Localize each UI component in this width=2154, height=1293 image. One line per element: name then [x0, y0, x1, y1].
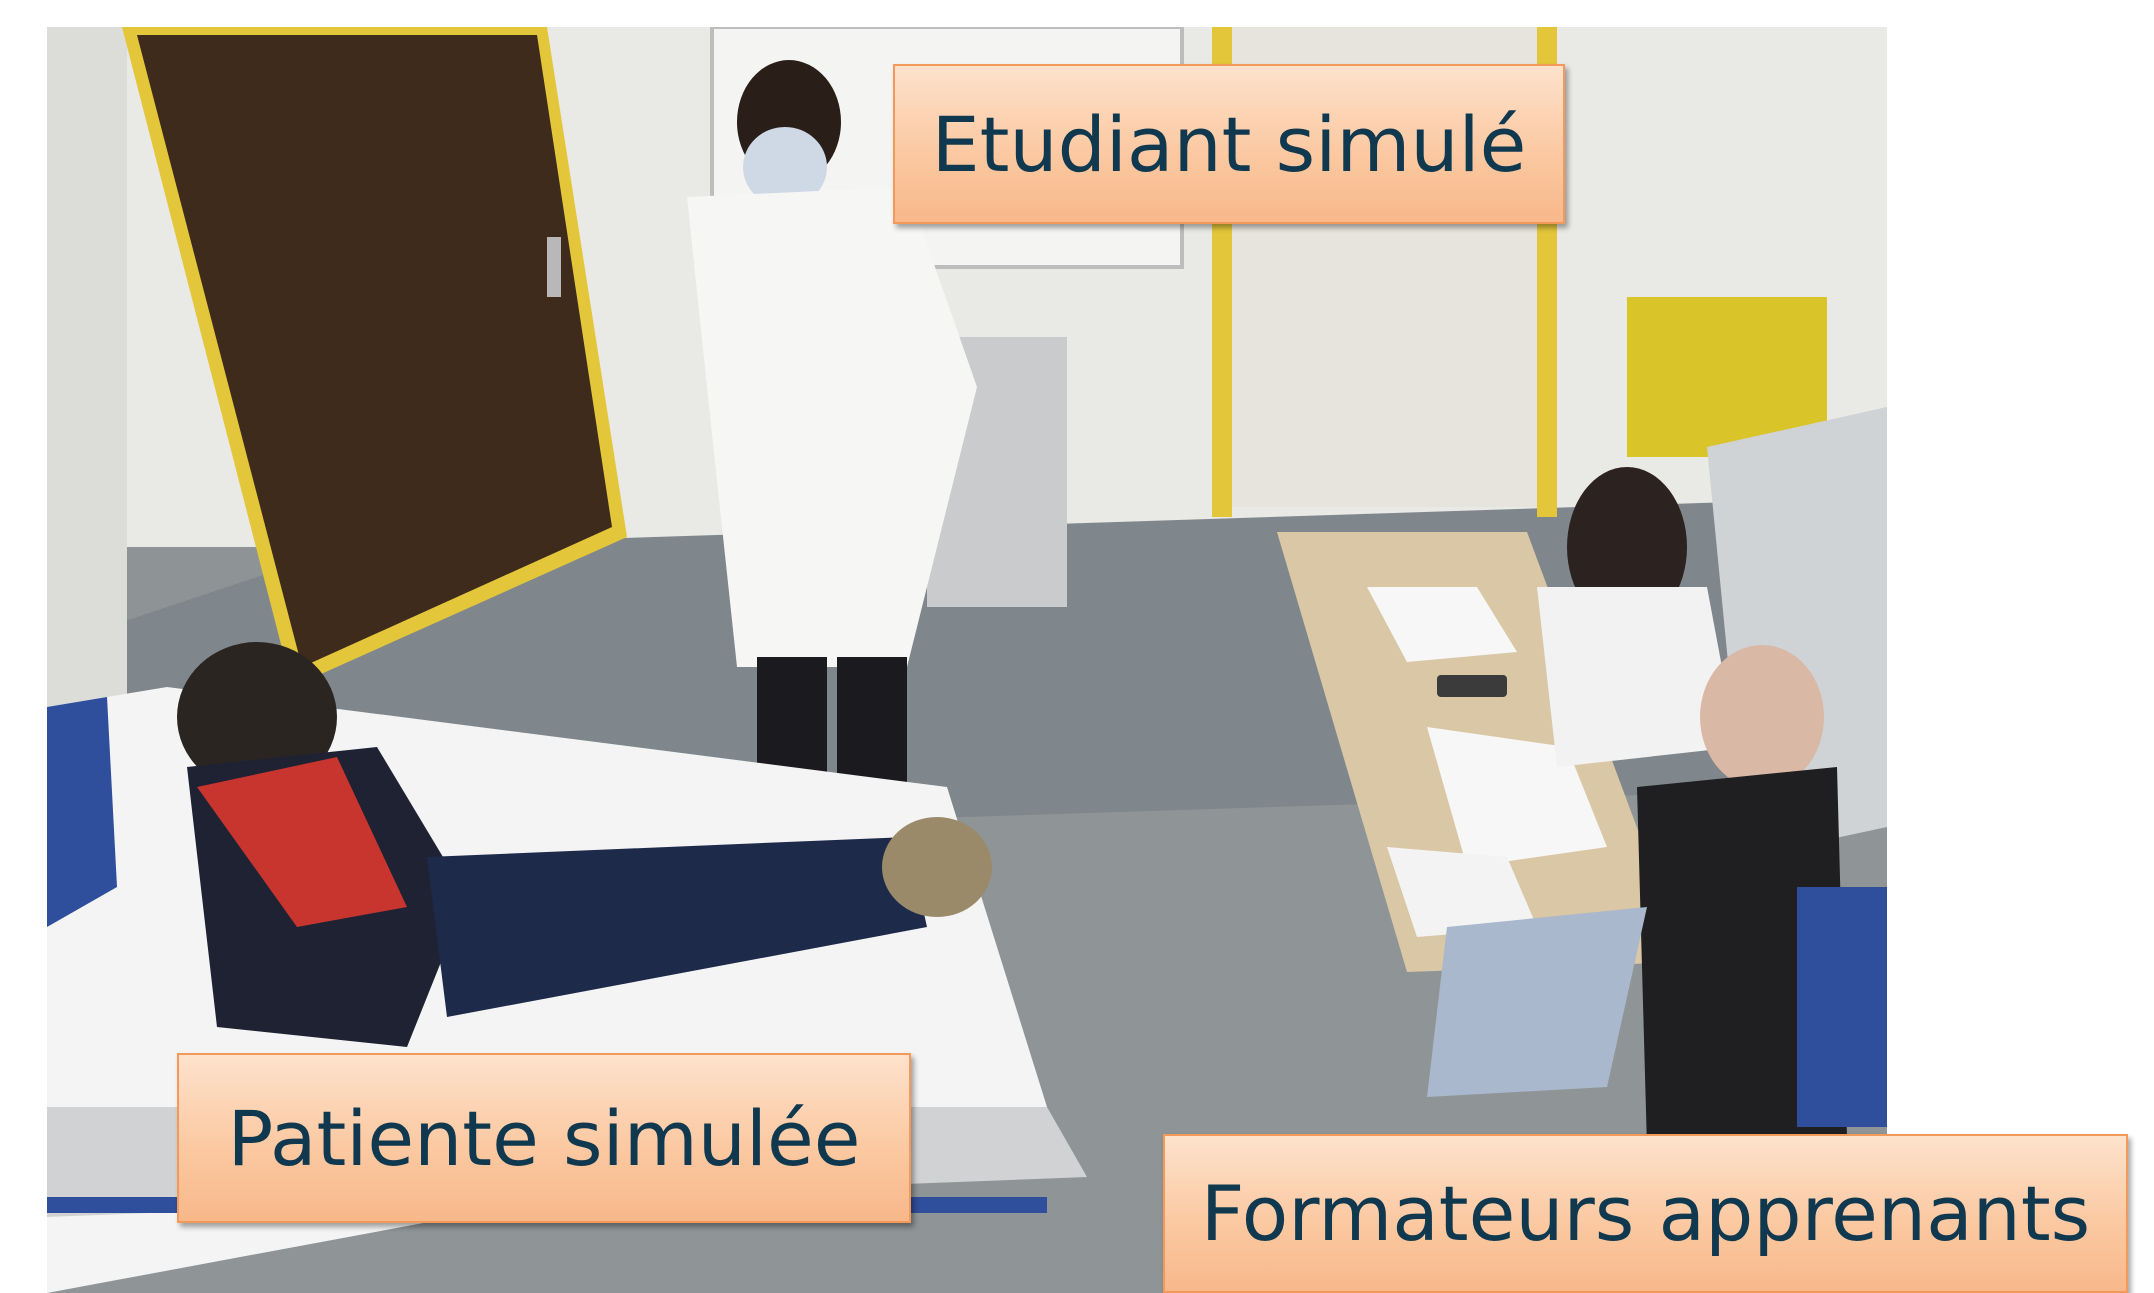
patient-shoes: [882, 817, 992, 917]
student-coat: [687, 187, 977, 667]
trainer-woman-coat: [1537, 587, 1737, 767]
patient-hair: [177, 642, 337, 792]
student-mask: [743, 127, 827, 207]
chair: [1797, 887, 1887, 1127]
door: [137, 35, 612, 667]
patient-label: Patiente simulée: [177, 1053, 911, 1223]
clipboard: [1367, 587, 1517, 662]
door-handle: [547, 237, 561, 297]
trainer-man-head: [1700, 645, 1824, 789]
phone: [1437, 675, 1507, 697]
left-wall: [47, 27, 127, 787]
trainer-man-trousers: [1427, 907, 1647, 1097]
trainers-label: Formateurs apprenants: [1163, 1134, 2128, 1293]
patient-scarf: [197, 757, 407, 927]
papers-2: [1387, 847, 1537, 937]
trainer-man-jacket: [1637, 767, 1847, 1147]
student-label: Etudiant simulé: [893, 64, 1565, 224]
stretcher-headrest: [47, 697, 117, 927]
patient-legs: [427, 837, 927, 1017]
